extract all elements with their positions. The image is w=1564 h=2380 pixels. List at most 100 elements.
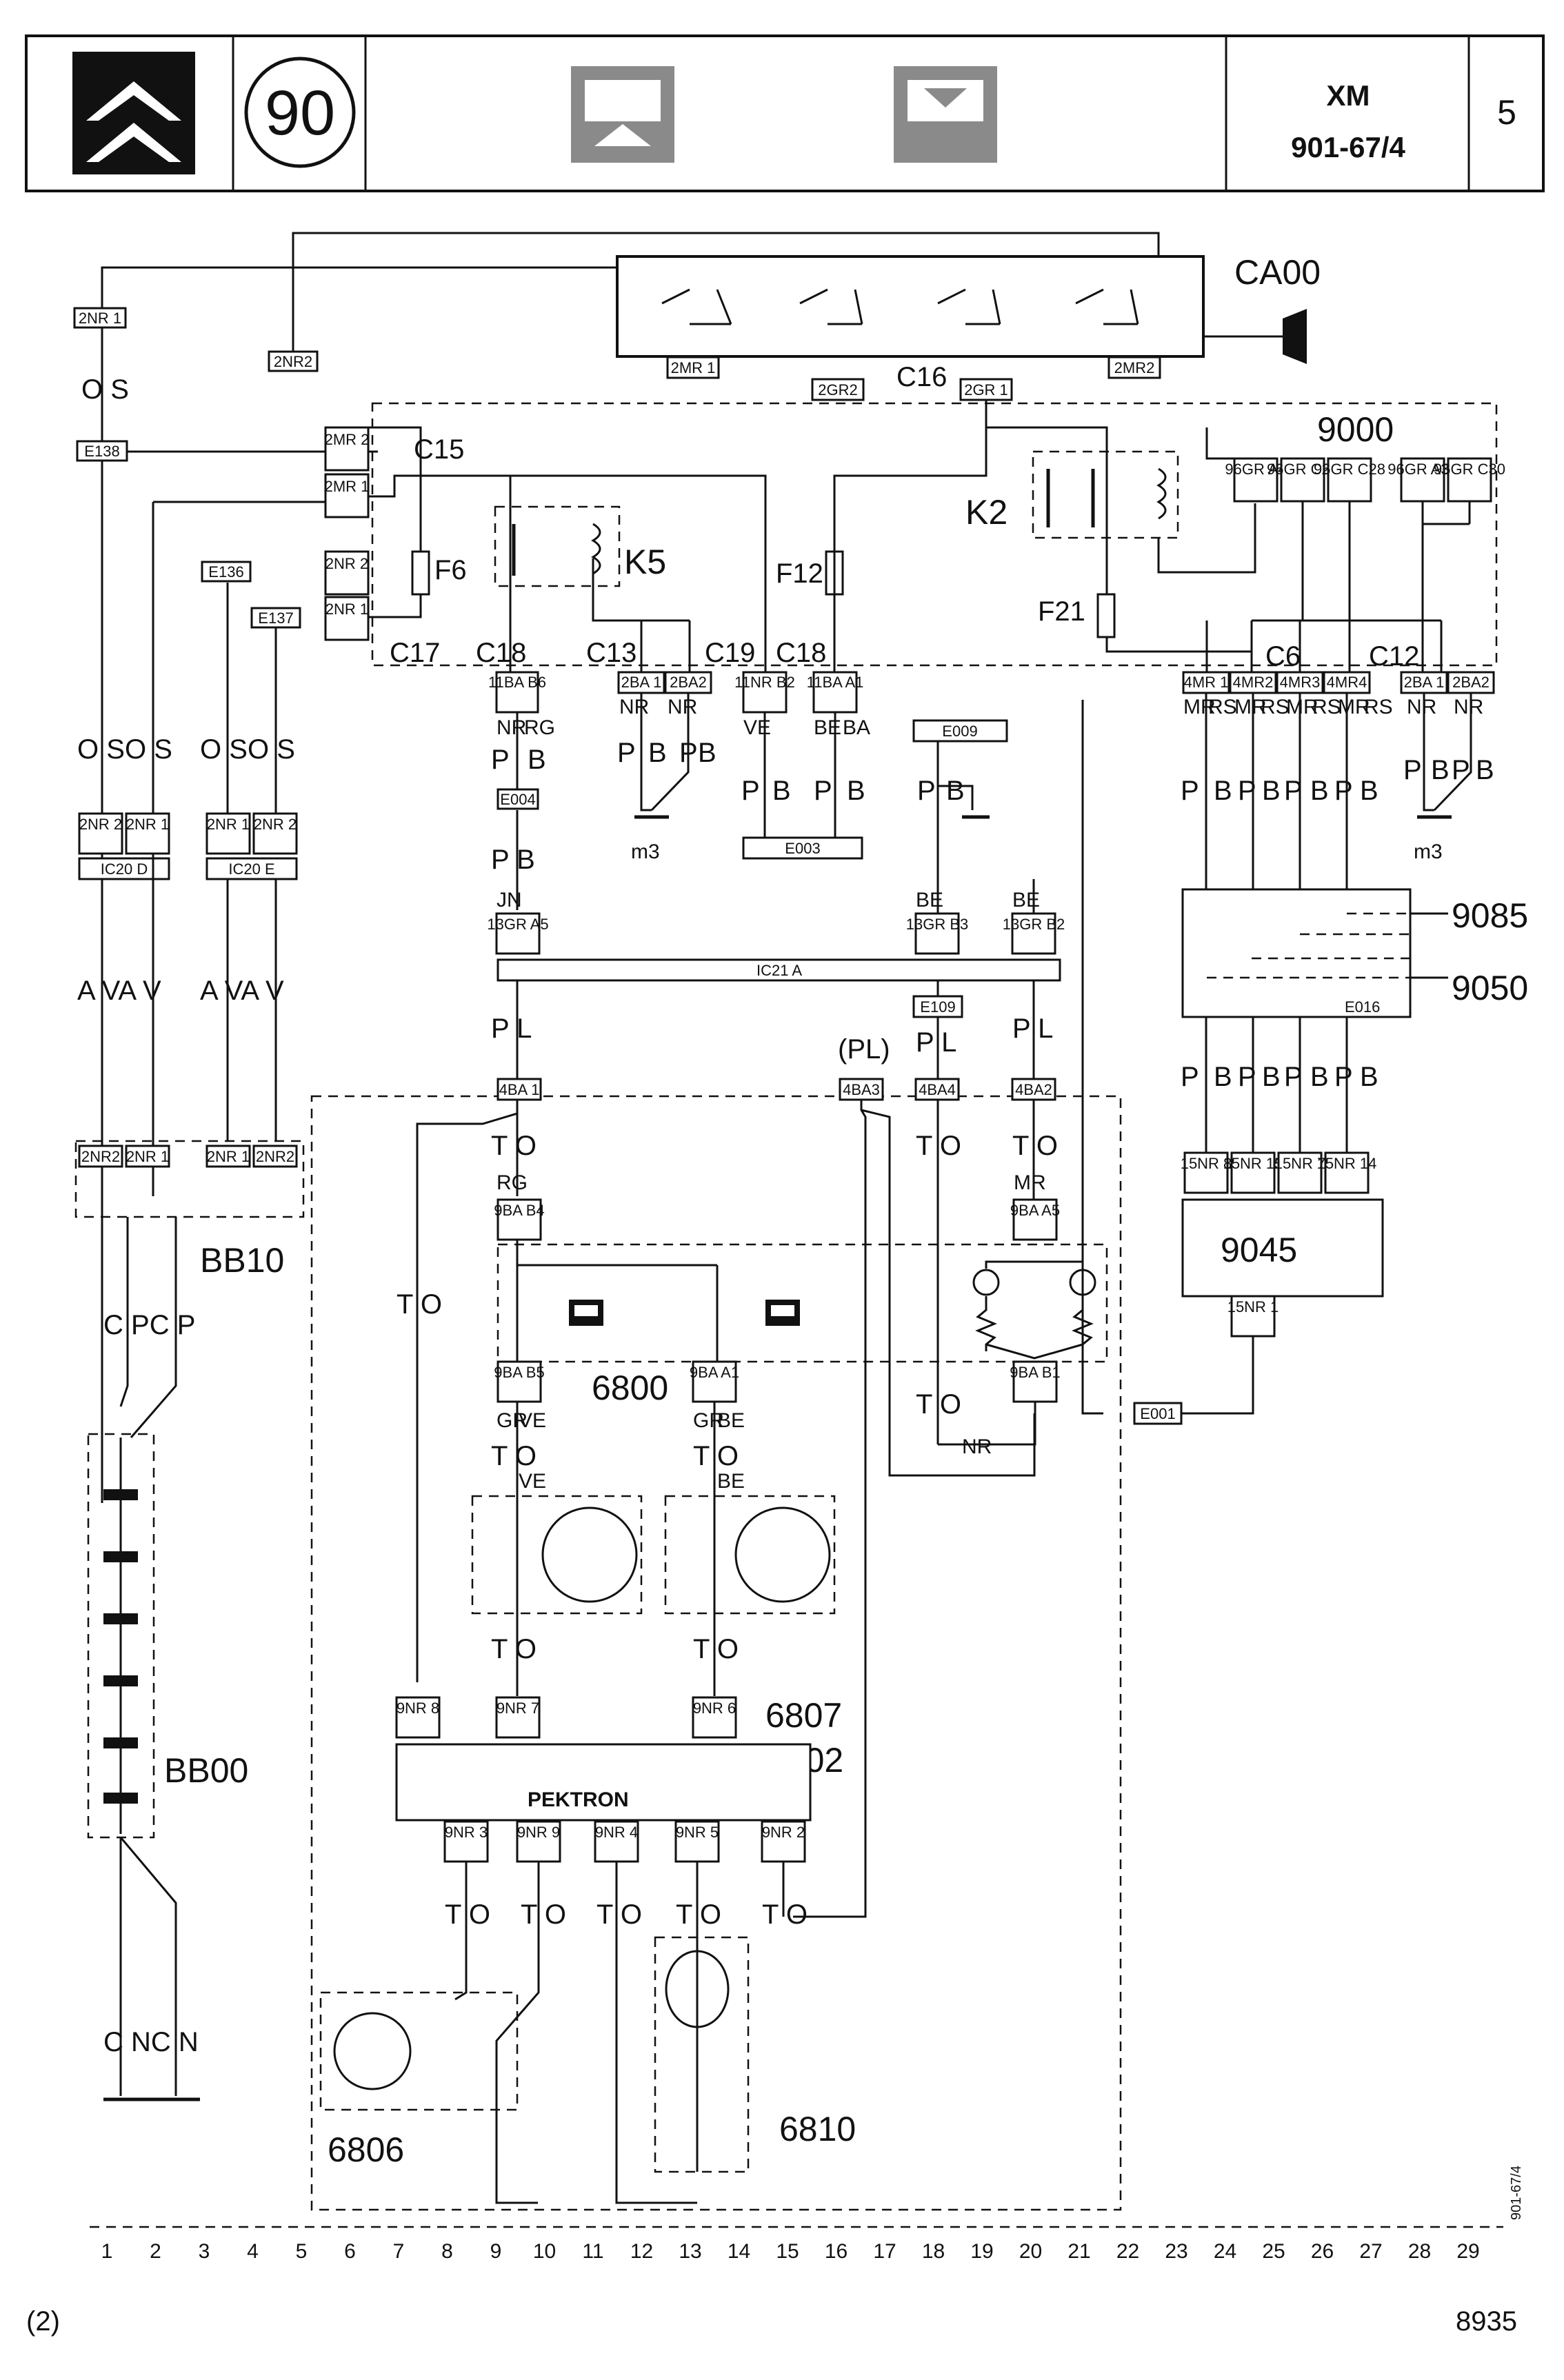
svg-text:P: P [617, 738, 636, 768]
svg-text:RS: RS [1312, 696, 1341, 718]
svg-text:A VA V: A VA V [200, 976, 284, 1006]
conn-2nr2-l: 2NR 2 [79, 816, 122, 833]
conn-13gr-a5: 13GR A5 [487, 916, 548, 933]
ruler-number: 18 [922, 2240, 945, 2263]
conn-2nr2-c: 2NR2 [256, 1148, 294, 1165]
ruler-number: 1 [101, 2240, 113, 2263]
c15-label: C15 [414, 434, 464, 465]
m3-label-a: m3 [631, 840, 660, 863]
f6-label: F6 [434, 555, 467, 585]
c16-label: C16 [896, 362, 947, 392]
module-9045: 9045 [1181, 1198, 1384, 1298]
ruler-number: 4 [247, 2240, 259, 2263]
svg-text:B: B [1214, 776, 1232, 806]
svg-text:GR: GR [693, 1409, 724, 1432]
conn-9nr2: 9NR 2 [762, 1824, 805, 1841]
label-9050: 9050 [1452, 969, 1528, 1007]
c12-label: C12 [1369, 641, 1419, 672]
ignition-key-icon [1203, 309, 1307, 364]
conn-96gr-a30: 96GR A30 [1387, 461, 1458, 478]
ruler-number: 26 [1311, 2240, 1334, 2263]
svg-text:P: P [1403, 755, 1422, 785]
side-reference: 901-67/4 [1509, 2166, 1524, 2220]
svg-text:NR: NR [1454, 696, 1483, 718]
splice-connectors: E004 E003 E009 [497, 719, 1008, 860]
svg-text:P: P [741, 776, 760, 806]
label-6800: 6800 [592, 1369, 668, 1407]
conn-2nr1-m: 2NR 1 [207, 816, 250, 833]
svg-text:MR: MR [1234, 696, 1267, 718]
bb00-label: BB00 [164, 1751, 248, 1790]
svg-text:MR: MR [1338, 696, 1370, 718]
window-up-icon [571, 66, 674, 163]
svg-text:BA: BA [843, 716, 870, 739]
e001-label: E001 [1140, 1405, 1175, 1422]
svg-text:RG: RG [524, 716, 555, 739]
6801-6802-wires [516, 1402, 1036, 1696]
9ba-connectors: 9BA B4 9BA A5 9BA B5 9BA A1 9BA B1 [494, 1198, 1061, 1403]
left-harness-labels-1: O SO S O SO S P B [77, 734, 535, 875]
e016-label: E016 [1345, 998, 1380, 1016]
m3-label-b: m3 [1414, 840, 1443, 863]
svg-text:P: P [491, 745, 510, 775]
module-9085-9050: E016 9085 9050 [1181, 888, 1528, 1018]
conn-2nr1-c: 2NR 1 [207, 1148, 250, 1165]
k2-label: K2 [965, 493, 1007, 532]
label-6810: 6810 [779, 2110, 856, 2148]
ic21-wire-colors: JN BE BE [497, 889, 1040, 911]
conn-2nr2-b: 2NR2 [81, 1148, 120, 1165]
conn-4ba2: 4BA2 [1015, 1081, 1052, 1098]
ruler-number: 3 [199, 2240, 210, 2263]
ruler-number: 29 [1456, 2240, 1479, 2263]
conn-2ba2-r: 2BA2 [1452, 674, 1490, 691]
c13-label: C13 [586, 638, 636, 668]
fuse-f21 [1096, 593, 1116, 638]
bb10-label: BB10 [200, 1241, 284, 1280]
9045-connectors: 15NR 8 15NR 15 15NR 7 15NR 14 15NR 1 [1181, 1151, 1376, 1338]
svg-text:T O: T O [491, 1634, 537, 1664]
e138-label: E138 [84, 443, 119, 460]
svg-text:B: B [1262, 1062, 1281, 1092]
conn-2gr2: 2GR2 [818, 381, 857, 399]
svg-text:BE: BE [717, 1470, 745, 1493]
e003-label: E003 [785, 840, 820, 857]
conn-9nr8: 9NR 8 [397, 1700, 439, 1717]
svg-text:B: B [698, 738, 716, 768]
ruler-number: 24 [1214, 2240, 1236, 2263]
fuse-f6 [411, 550, 430, 596]
bottom-wires [454, 1862, 785, 2204]
svg-text:P: P [1181, 776, 1199, 806]
svg-text:NR: NR [962, 1435, 992, 1458]
pektron-label: PEKTRON [528, 1788, 629, 1811]
ruler-number: 22 [1116, 2240, 1139, 2263]
ruler-number: 8 [441, 2240, 453, 2263]
page-number: 90 [265, 78, 335, 148]
conn-9ba-b1: 9BA B1 [1010, 1364, 1060, 1381]
svg-text:T O: T O [916, 1131, 961, 1161]
svg-text:P L: P L [1012, 1013, 1053, 1044]
k5-label: K5 [624, 543, 666, 581]
svg-text:RG: RG [497, 1171, 528, 1194]
page-number-badge [244, 57, 356, 168]
svg-text:T O: T O [676, 1899, 721, 1930]
conn-9ba-a5: 9BA A5 [1010, 1202, 1060, 1219]
svg-text:B: B [1476, 755, 1494, 785]
ic21-wires [516, 879, 1035, 1079]
6801-6802-labels: T O T O T O T O [491, 1441, 739, 1664]
svg-text:VE: VE [743, 716, 771, 739]
window-down-icon [894, 66, 997, 163]
relay-k5: K5 [494, 505, 666, 587]
ruler-number: 16 [825, 2240, 848, 2263]
svg-text:T O: T O [445, 1899, 490, 1930]
ruler-number: 6 [344, 2240, 356, 2263]
e004-label: E004 [500, 791, 535, 808]
footer-left: (2) [26, 2306, 60, 2337]
svg-text:RS: RS [1208, 696, 1237, 718]
footer-right: 8935 [1456, 2306, 1517, 2337]
conn-2nr2-top: 2NR2 [274, 353, 312, 370]
brand-chevron-logo-icon [72, 52, 195, 174]
svg-text:B: B [1360, 1062, 1378, 1092]
svg-text:T O: T O [916, 1389, 961, 1420]
svg-text:T O: T O [693, 1634, 739, 1664]
